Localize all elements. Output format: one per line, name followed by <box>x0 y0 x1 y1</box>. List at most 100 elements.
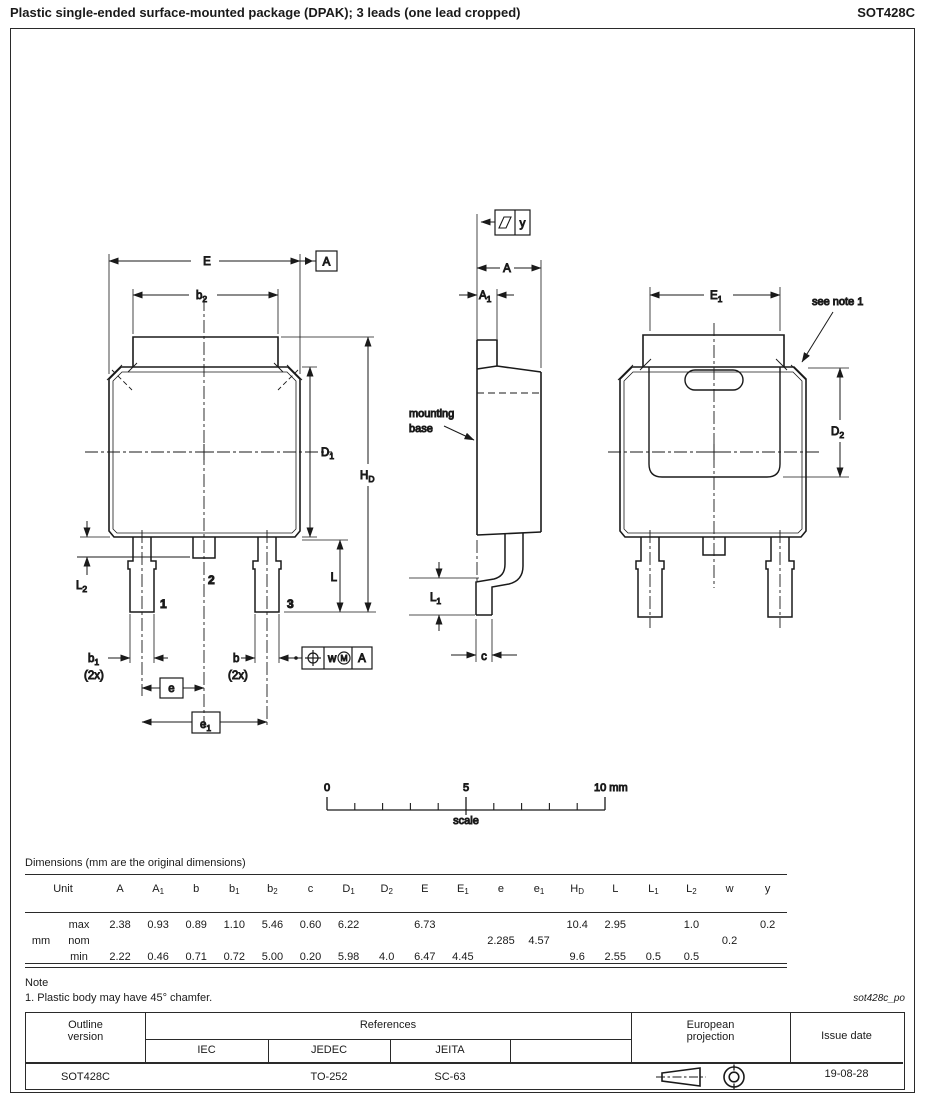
pin-3-label: 3 <box>287 597 294 611</box>
table-rule-header <box>25 912 787 913</box>
cell: 0.71 <box>185 951 207 963</box>
note-heading: Note <box>25 977 49 989</box>
dim-HD-label: HD <box>360 470 374 484</box>
col-L1: L1 <box>648 882 659 896</box>
footer-table: Outline version References IEC JEDEC JEI… <box>25 1012 905 1090</box>
cell: 5.98 <box>337 951 360 963</box>
cell: 0.93 <box>147 919 169 931</box>
scale-bar <box>326 797 606 815</box>
cell: 0.60 <box>299 919 322 931</box>
cell: 5.46 <box>261 919 284 931</box>
dim-b2-label: b2 <box>196 290 207 304</box>
pin-1-label: 1 <box>160 597 167 611</box>
drawing-id: sot428c_po <box>853 993 905 1004</box>
dim-b <box>241 614 302 663</box>
side-view <box>475 214 542 616</box>
cell: 2.22 <box>109 951 131 963</box>
dim-A1-label: A1 <box>479 290 492 304</box>
col-c: c <box>307 882 314 895</box>
dim-L-label: L <box>331 572 338 584</box>
table-rule-bottom-2 <box>25 966 787 968</box>
true-position-icon <box>305 650 321 666</box>
scale-five-label: 5 <box>463 782 469 794</box>
dim-c-label: c <box>481 651 487 663</box>
col-A1: A1 <box>152 882 165 896</box>
references-underline <box>145 1039 631 1040</box>
dim-e1 <box>141 711 268 734</box>
pin-2-label: 2 <box>208 573 215 587</box>
divider <box>145 1013 146 1062</box>
max-material-icon <box>337 651 351 665</box>
col-HD: HD <box>570 882 585 896</box>
divider <box>790 1013 791 1062</box>
divider <box>510 1039 511 1062</box>
col-e: e <box>497 882 505 895</box>
scale-caption: scale <box>453 815 479 827</box>
unit-header: Unit <box>53 883 73 895</box>
col-b2: b2 <box>267 882 278 896</box>
dim-b1-label: b1 <box>88 653 99 667</box>
cell: 2.95 <box>604 919 626 931</box>
dim-b1 <box>108 614 168 663</box>
table-rule-bottom-1 <box>25 963 787 964</box>
european-projection-header: European projection <box>686 1019 735 1043</box>
col-A: A <box>116 882 124 895</box>
cell: 1.10 <box>223 919 246 931</box>
page-title: Plastic single-ended surface-mounted pac… <box>10 5 521 20</box>
divider <box>390 1039 391 1062</box>
cell: 6.47 <box>414 951 436 963</box>
dim-E1-label: E1 <box>710 290 723 304</box>
dim-b-qty: (2x) <box>228 670 248 682</box>
row-min: min 2.22 0.46 0.71 0.72 5.00 0.20 5.98 4… <box>25 949 787 965</box>
front-view <box>85 298 332 728</box>
cell: 4.45 <box>452 951 474 963</box>
cell: 6.22 <box>337 919 360 931</box>
cell: 5.00 <box>261 951 284 963</box>
col-e1: e1 <box>533 882 545 896</box>
dim-E1 <box>649 287 781 331</box>
outline-version-header: Outline version <box>67 1019 104 1043</box>
dim-L2-label: L2 <box>76 580 87 594</box>
dim-e-label: e <box>168 683 174 695</box>
fcf-m-label: M <box>340 653 347 663</box>
cell: 2.38 <box>109 919 131 931</box>
dim-D1-label: D1 <box>321 447 334 461</box>
scale-ten-label: 10 mm <box>594 782 628 794</box>
cell: 10.4 <box>566 919 588 931</box>
outline-version-value: SOT428C <box>61 1071 110 1083</box>
dim-L1-label: L1 <box>430 592 441 606</box>
datum-y-label: y <box>520 218 526 230</box>
col-L: L <box>612 882 619 895</box>
col-L2: L2 <box>686 882 697 896</box>
cell: 1.0 <box>683 919 700 931</box>
jeita-value: SC-63 <box>434 1071 466 1083</box>
cell: 0.46 <box>147 951 169 963</box>
col-E1: E1 <box>456 882 469 896</box>
dim-E <box>108 254 316 374</box>
note-item: 1. Plastic body may have 45° chamfer. <box>25 992 213 1004</box>
dim-D2 <box>783 367 849 478</box>
row-max-label: max <box>68 919 90 931</box>
dim-L2 <box>77 521 190 575</box>
jedec-header: JEDEC <box>310 1044 348 1056</box>
dim-D1 <box>302 366 317 538</box>
page-border <box>10 28 915 1093</box>
dim-A-label: A <box>503 263 511 275</box>
col-D1: D1 <box>342 882 355 896</box>
cell: 4.0 <box>379 951 395 963</box>
cell: 0.2 <box>721 935 738 947</box>
datum-a-label: A <box>323 257 331 269</box>
first-angle-projection-icon <box>656 1064 745 1090</box>
references-header: References <box>359 1019 417 1031</box>
fcf-w-label: w <box>327 653 337 665</box>
dim-b-label: b <box>233 653 239 665</box>
jeita-header: JEITA <box>435 1044 465 1056</box>
col-b: b <box>193 882 200 895</box>
dim-HD <box>281 336 376 613</box>
row-nom: mm nom 2.285 4.57 0.2 <box>25 933 787 949</box>
divider <box>268 1039 269 1062</box>
cell: 2.55 <box>604 951 626 963</box>
dim-L <box>302 539 348 613</box>
cell: 4.57 <box>528 935 550 947</box>
datum-a-box <box>315 250 338 272</box>
